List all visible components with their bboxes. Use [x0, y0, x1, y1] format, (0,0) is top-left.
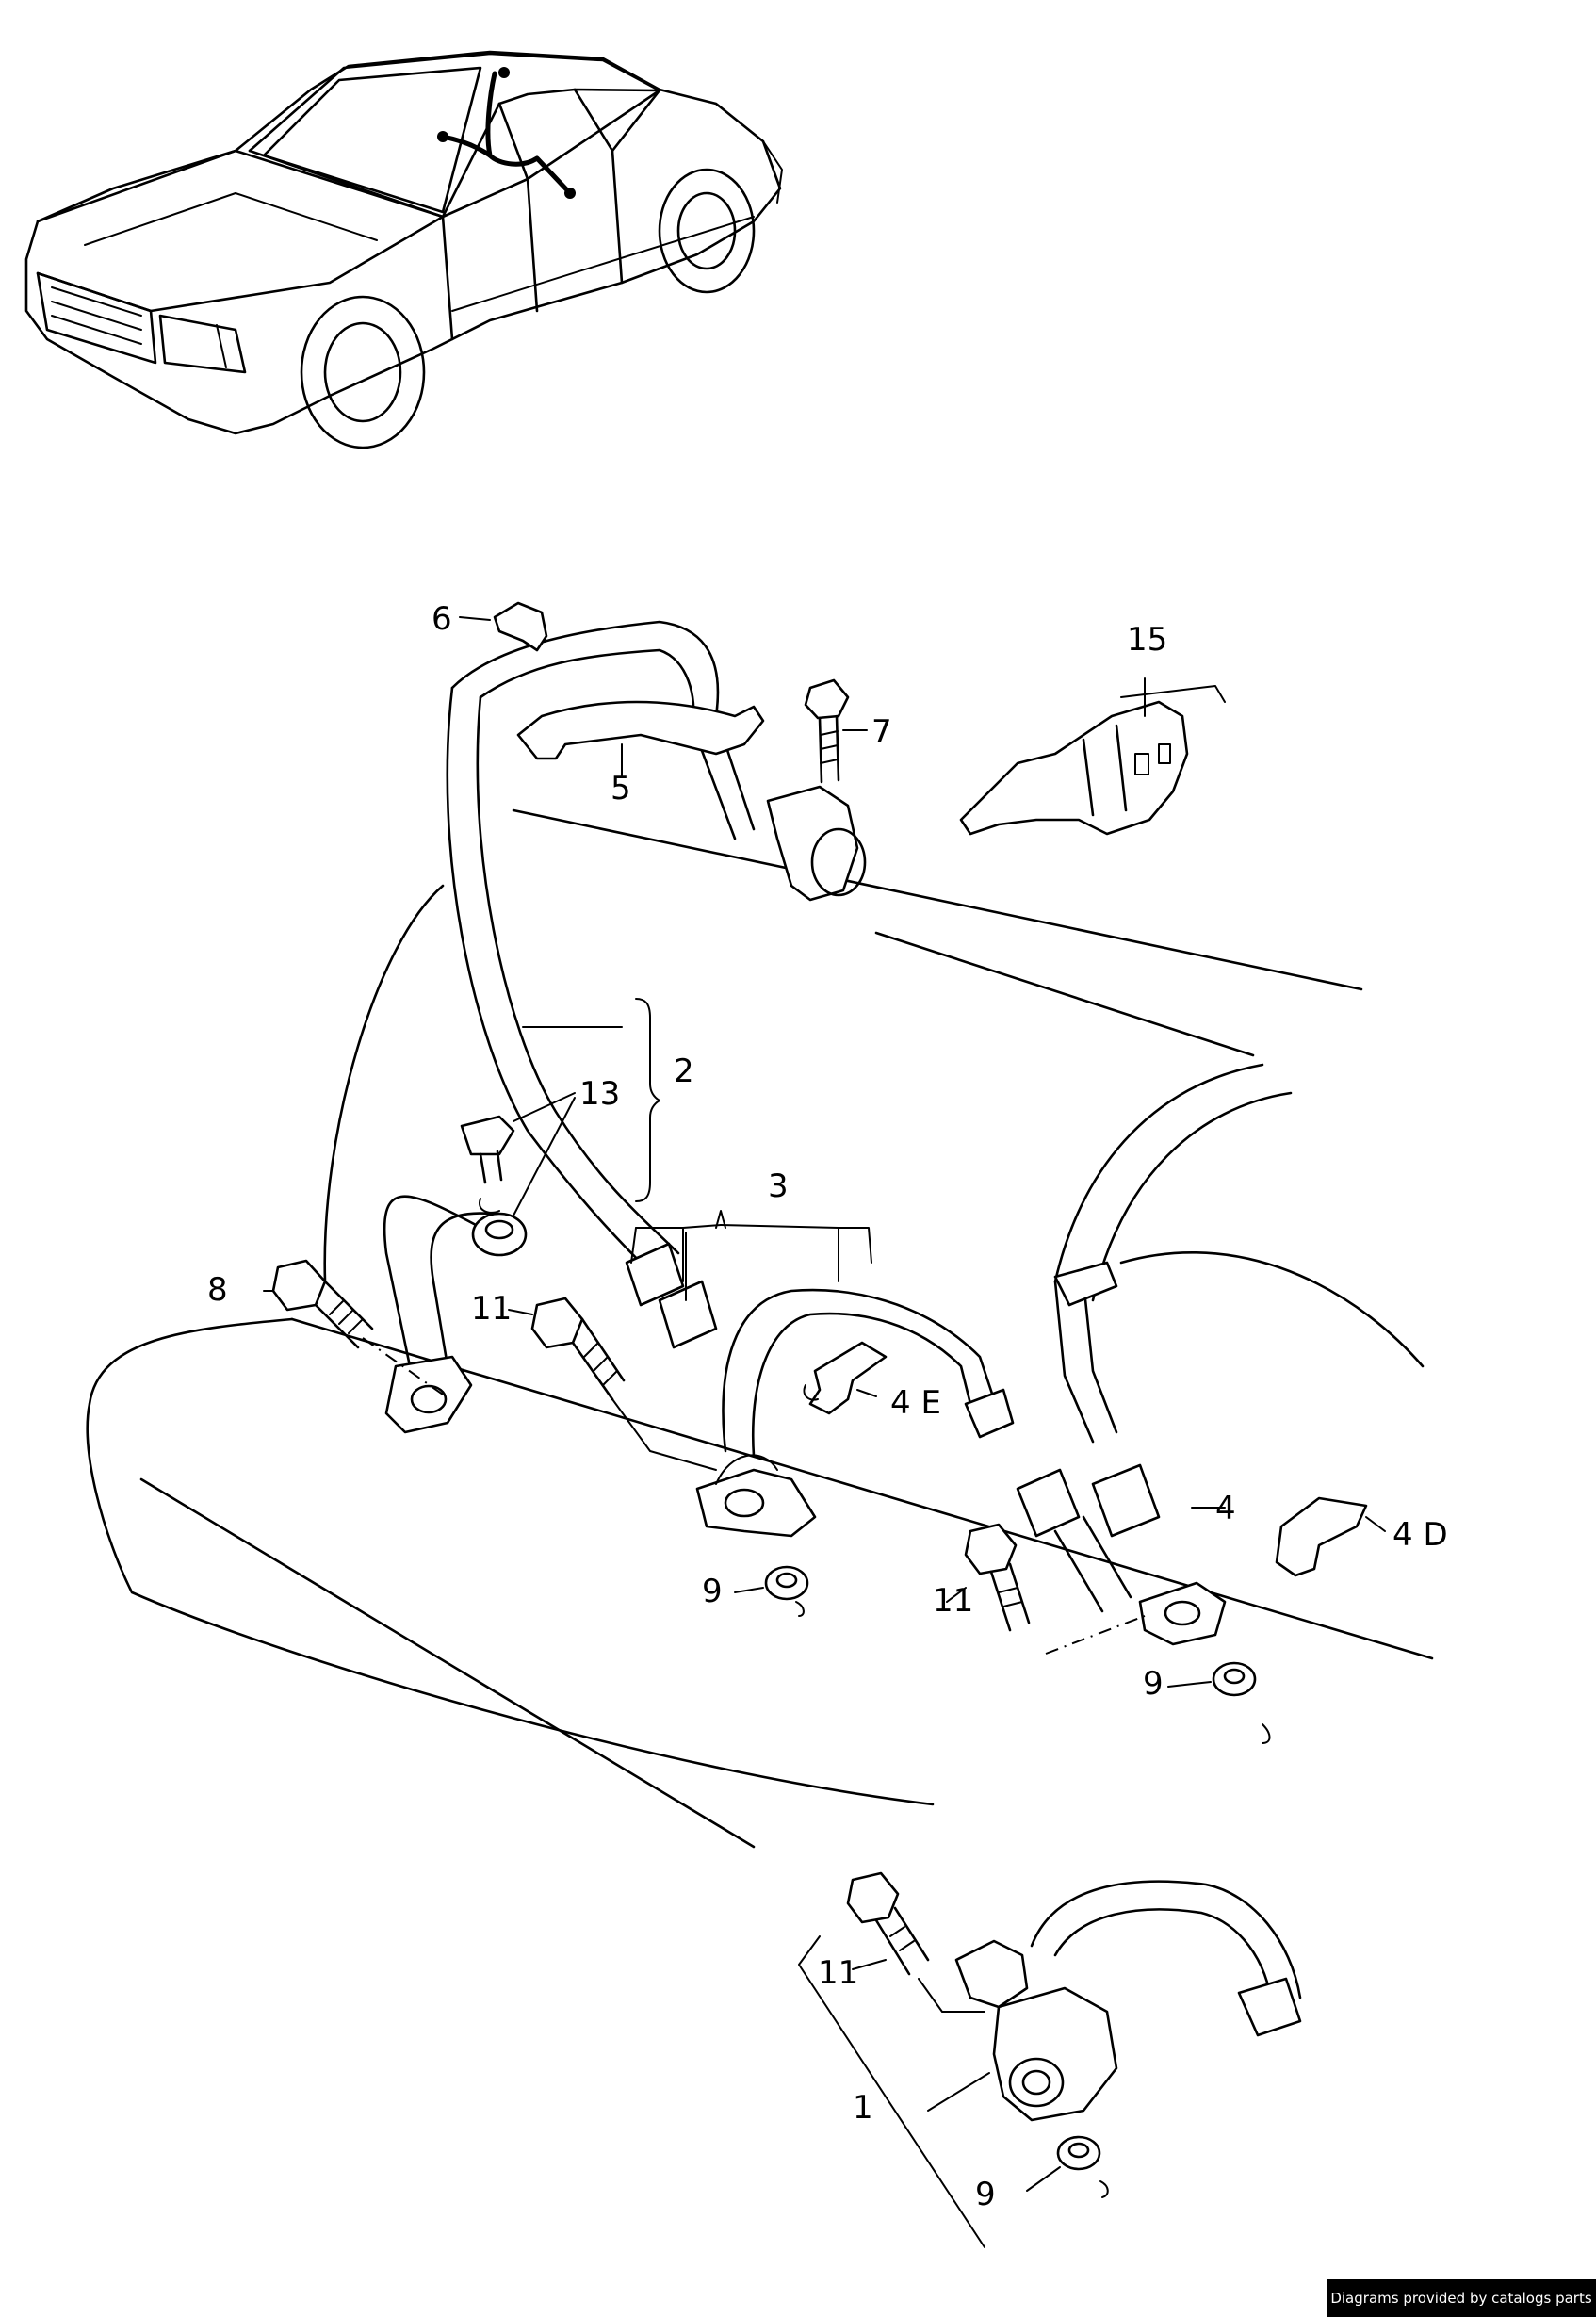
callout-labels: 1 2 3 4 4 D 4 E 5 6 7 8 9 9 9 11 11 11 1… [207, 600, 1448, 2213]
leader-lines [263, 616, 1386, 2192]
callout-3: 3 [768, 1167, 789, 1205]
callout-9-lower: 9 [975, 2176, 996, 2213]
callout-11-right: 11 [933, 1582, 973, 1620]
callout-4e: 4 E [890, 1384, 941, 1422]
callout-1: 1 [853, 2089, 873, 2127]
callout-2: 2 [674, 1052, 694, 1090]
lower-retractor-assembly [798, 1871, 1302, 2248]
callout-13: 13 [579, 1075, 620, 1113]
callout-11-center: 11 [471, 1290, 512, 1328]
callout-15: 15 [1127, 621, 1167, 659]
callout-9-center: 9 [702, 1573, 723, 1610]
rear-seat-outline [86, 808, 1434, 1849]
center-buckle-assembly [530, 1288, 1015, 1617]
callout-8: 8 [207, 1271, 228, 1309]
car-overview-illustration [24, 50, 783, 449]
callout-7: 7 [871, 713, 892, 751]
callout-4: 4 [1215, 1490, 1236, 1527]
callout-6: 6 [432, 600, 452, 638]
callout-11-lower: 11 [818, 1954, 858, 1992]
callout-4d: 4 D [1392, 1516, 1448, 1554]
right-buckle-assembly [964, 1261, 1368, 1744]
credit-label: Diagrams provided by catalogs parts [1327, 2279, 1596, 2317]
callout-9-right: 9 [1143, 1665, 1164, 1703]
callout-5: 5 [611, 770, 631, 808]
upper-belt-assembly [271, 601, 867, 1434]
part-15-trim [959, 685, 1226, 836]
